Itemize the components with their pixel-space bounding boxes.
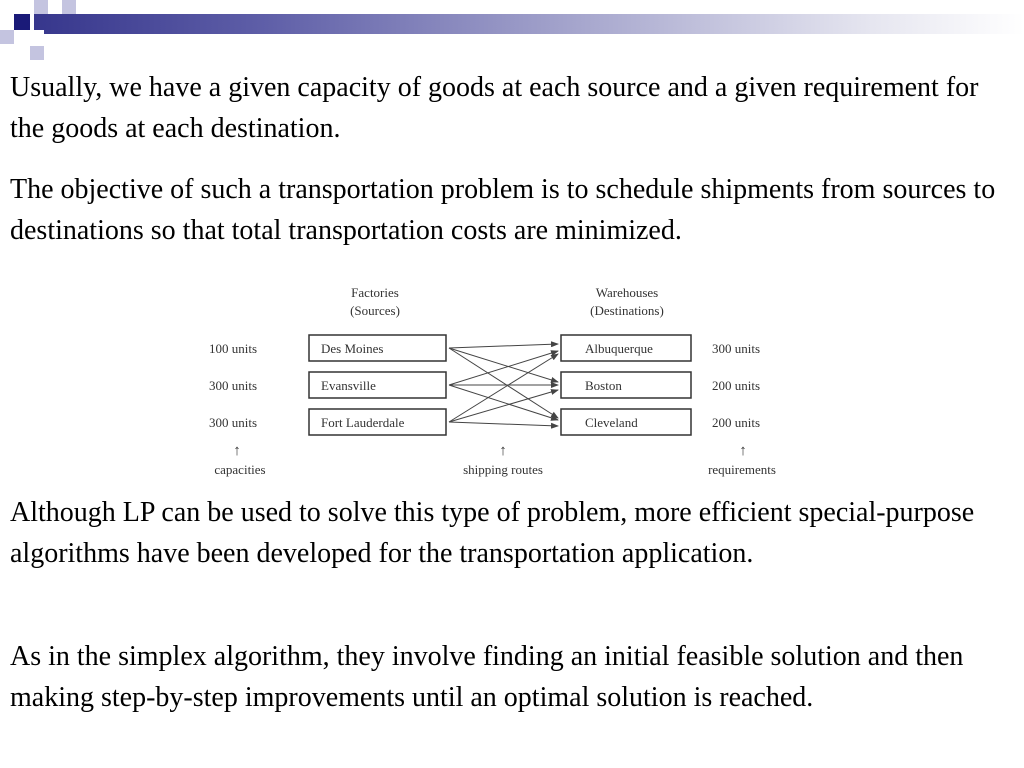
warehouse-boston: Boston (585, 378, 622, 393)
capacity-des-moines: 100 units (209, 341, 257, 356)
paragraph-capacity: Usually, we have a given capacity of goo… (10, 72, 979, 144)
header-square-light (34, 0, 48, 14)
warehouse-box (560, 334, 692, 362)
route-arrow (448, 350, 559, 386)
header-decoration (0, 0, 1024, 70)
shipping-routes-label: shipping routes (463, 462, 543, 477)
capacity-evansville: 300 units (209, 378, 257, 393)
transportation-diagram: Factories (Sources) Warehouses (Destinat… (195, 280, 795, 485)
header-square (48, 0, 62, 14)
warehouse-box (560, 408, 692, 436)
route-arrow (448, 347, 559, 383)
requirement-albuquerque: 300 units (712, 341, 760, 356)
up-arrow-icon: ↑ (233, 443, 241, 459)
up-arrow-icon: ↑ (739, 443, 747, 459)
route-arrow (448, 353, 559, 423)
capacity-fort-lauderdale: 300 units (209, 415, 257, 430)
paragraph-simplex: As in the simplex algorithm, they involv… (10, 641, 964, 713)
header-square-light (0, 30, 14, 44)
header-square-light (30, 46, 44, 60)
factory-box (308, 334, 447, 362)
warehouses-header: Warehouses (596, 285, 659, 300)
route-arrow (448, 341, 559, 349)
factory-fort-lauderdale: Fort Lauderdale (321, 415, 405, 430)
factory-box (308, 408, 447, 436)
paragraph-objective: The objective of such a transportation p… (10, 174, 996, 246)
warehouse-box (560, 371, 692, 399)
header-square-light (62, 0, 76, 14)
factory-box (308, 371, 447, 399)
paragraph-lp-algorithms: Although LP can be used to solve this ty… (10, 497, 975, 569)
route-arrow (448, 389, 559, 423)
factory-des-moines: Des Moines (321, 341, 383, 356)
capacities-label: capacities (214, 462, 265, 477)
requirement-cleveland: 200 units (712, 415, 760, 430)
requirements-label: requirements (708, 462, 776, 477)
route-arrow (448, 384, 559, 421)
requirement-boston: 200 units (712, 378, 760, 393)
factory-evansville: Evansville (321, 378, 376, 393)
warehouse-cleveland: Cleveland (585, 415, 638, 430)
header-square (30, 30, 44, 44)
factories-header: Factories (351, 285, 399, 300)
diagram-svg: Factories (Sources) Warehouses (Destinat… (209, 285, 776, 477)
factories-subheader: (Sources) (350, 303, 400, 318)
warehouses-subheader: (Destinations) (590, 303, 664, 318)
header-gradient-bar (14, 14, 1024, 34)
up-arrow-icon: ↑ (499, 443, 507, 459)
route-arrow (448, 347, 559, 419)
header-square-dark (14, 14, 30, 30)
route-arrow (448, 421, 559, 429)
warehouse-albuquerque: Albuquerque (585, 341, 653, 356)
